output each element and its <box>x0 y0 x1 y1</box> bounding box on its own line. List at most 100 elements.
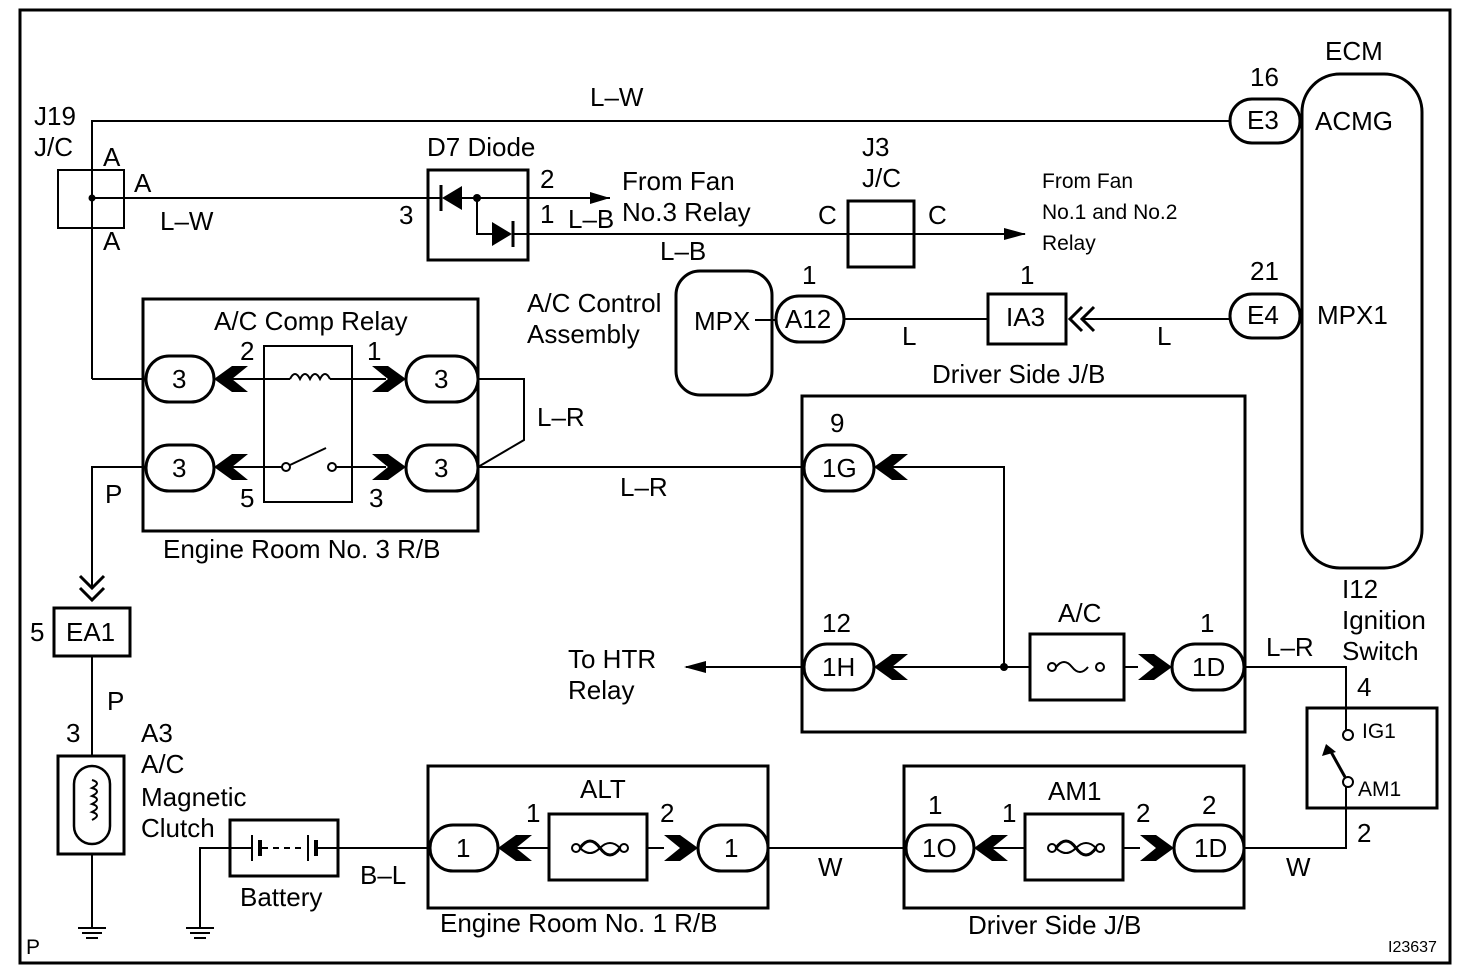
wire-p-1 <box>91 466 146 588</box>
connector-1o-label: 1O <box>922 833 957 863</box>
d7-pin3: 3 <box>399 200 413 230</box>
engine-rb3-label: Engine Room No. 3 R/B <box>163 534 440 564</box>
rb3-connector-3-label: 3 <box>172 453 186 483</box>
switch-label: Switch <box>1342 636 1419 666</box>
d7-box <box>426 168 530 262</box>
ig-pin2: 2 <box>1357 818 1371 848</box>
am1-pin2: 2 <box>1136 798 1150 828</box>
relay-pin3: 3 <box>369 483 383 513</box>
to-htr-label-2: Relay <box>568 675 634 705</box>
j3-jc-label: J/C <box>862 163 901 193</box>
corner-p-label: P <box>26 936 40 959</box>
j3-label: J3 <box>862 132 889 162</box>
rb3-connector-1-label: 3 <box>172 364 186 394</box>
d7-pin2: 2 <box>540 164 554 194</box>
j19-a-top: A <box>103 142 121 172</box>
ac-magnetic-clutch-box <box>56 754 126 856</box>
a3-label-4: Clutch <box>141 813 215 843</box>
connector-ia3 <box>986 292 1068 346</box>
connector-ea1-label: EA1 <box>66 617 115 647</box>
arrow-to-fan3 <box>590 192 610 204</box>
ac-comp-relay <box>263 345 353 503</box>
engine-rb1-label: Engine Room No. 1 R/B <box>440 908 717 938</box>
rb1-connector-1-label: 1 <box>456 833 470 863</box>
clutch-coil <box>89 779 98 821</box>
connector-1d-label: 1D <box>1192 652 1225 682</box>
wire-lw-top-label: L–W <box>590 82 644 112</box>
j19-jc-label: J/C <box>34 132 73 162</box>
wire-w-label-2: W <box>1286 852 1311 882</box>
relay-pin1: 1 <box>367 336 381 366</box>
ecm-box <box>1300 72 1424 570</box>
wire-lr-label-2: L–R <box>620 472 668 502</box>
connector-1g-label: 1G <box>822 453 857 483</box>
wire-lr-label-1: L–R <box>537 402 585 432</box>
alt-fuse-label: ALT <box>580 774 626 804</box>
ac-control-label-1: A/C Control <box>527 288 661 318</box>
battery-label: Battery <box>240 882 322 912</box>
a3-label-3: Magnetic <box>141 782 247 812</box>
rb3-connector-2-label: 3 <box>434 364 448 394</box>
am1-switch-label: AM1 <box>1358 778 1401 801</box>
wire-l-label-1: L <box>902 321 916 351</box>
diode-2-symbol <box>492 222 512 246</box>
j19-label: J19 <box>34 101 76 131</box>
relay-switch <box>289 447 327 466</box>
ig-pin4: 4 <box>1357 672 1371 702</box>
wire-lr-label-3: L–R <box>1266 632 1314 662</box>
from-fan12-label-2: No.1 and No.2 <box>1042 201 1177 224</box>
mpx1-label: MPX1 <box>1317 300 1388 330</box>
rb3-connector-4-label: 3 <box>434 453 448 483</box>
connector-a12-label: A12 <box>785 304 831 334</box>
ignition-contact <box>1328 749 1347 778</box>
wire-w-label-1: W <box>818 852 843 882</box>
wire-p-label-2: P <box>107 686 124 716</box>
relay-coil <box>289 373 331 382</box>
j3-c-left: C <box>818 200 837 230</box>
a3-label-1: A3 <box>141 718 173 748</box>
arrow-to-fan12 <box>1004 228 1026 240</box>
jb-1h-pin: 12 <box>822 608 851 638</box>
connector-ia3-label: IA3 <box>1006 302 1045 332</box>
d7-pin1: 1 <box>540 199 554 229</box>
a3-pin: 3 <box>66 718 80 748</box>
driver-jb-bottom-label: Driver Side J/B <box>968 910 1141 940</box>
connector-e4-label: E4 <box>1247 300 1279 330</box>
wire-lb-label-2: L–B <box>660 236 706 266</box>
connector-1d-b-label: 1D <box>1194 833 1227 863</box>
e4-pin-number: 21 <box>1250 256 1279 286</box>
from-fan12-label-1: From Fan <box>1042 170 1133 193</box>
wire-w-to-ig <box>1244 808 1347 849</box>
j3-c-right: C <box>928 200 947 230</box>
a3-label-2: A/C <box>141 749 184 779</box>
connector-1g <box>802 443 876 493</box>
driver-jb-bottom-box <box>902 764 1246 910</box>
to-htr-label-1: To HTR <box>568 644 656 674</box>
acmg-label: ACMG <box>1315 106 1393 136</box>
alt-pin1: 1 <box>526 798 540 828</box>
wire-lw-j19-label: L–W <box>160 206 214 236</box>
ignition-label: Ignition <box>1342 605 1426 635</box>
ac-comp-relay-label: A/C Comp Relay <box>214 306 408 336</box>
ignition-switch <box>1305 706 1439 810</box>
connector-e3-label: E3 <box>1247 105 1279 135</box>
connector-e4 <box>1228 292 1302 340</box>
ea1-pin: 5 <box>30 617 44 647</box>
figure-id: I23637 <box>1388 939 1437 956</box>
i12-label: I12 <box>1342 574 1378 604</box>
ac-fuse <box>1028 632 1126 702</box>
ia3-pin-number: 1 <box>1020 260 1034 290</box>
ac-fuse-label: A/C <box>1058 598 1101 628</box>
from-fan3-label-1: From Fan <box>622 166 735 196</box>
ac-control-box <box>674 269 774 397</box>
ground-symbol-2 <box>186 927 214 939</box>
engine-rb1-box <box>426 764 770 910</box>
driver-jb-box <box>800 394 1247 734</box>
wire-lb-label-1: L–B <box>568 204 614 234</box>
j3-junction <box>846 199 916 269</box>
ac-control-label-2: Assembly <box>527 319 640 349</box>
mpx-label: MPX <box>694 306 750 336</box>
jb-1g-pin: 9 <box>830 408 844 438</box>
relay-pin5: 5 <box>240 483 254 513</box>
